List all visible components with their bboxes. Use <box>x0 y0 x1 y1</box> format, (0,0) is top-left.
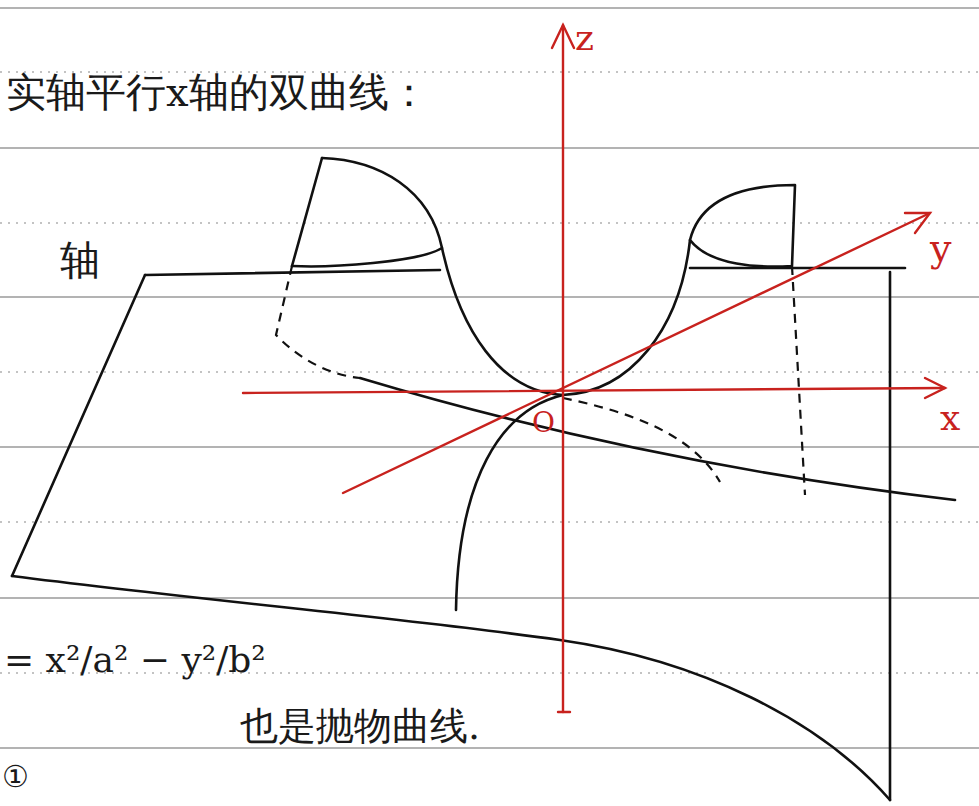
origin-label: O <box>532 408 555 439</box>
note-fragment: 轴 <box>60 238 100 282</box>
heading-note: 实轴平行x轴的双曲线： <box>6 70 429 114</box>
callout-number: ① <box>2 760 29 793</box>
note-text: 也是抛物曲线. <box>240 706 480 748</box>
formula: = x²/a² − y²/b² <box>4 640 266 680</box>
axis-label: z <box>575 18 594 58</box>
axis-label: x <box>940 398 960 438</box>
axis-label: y <box>930 228 951 270</box>
